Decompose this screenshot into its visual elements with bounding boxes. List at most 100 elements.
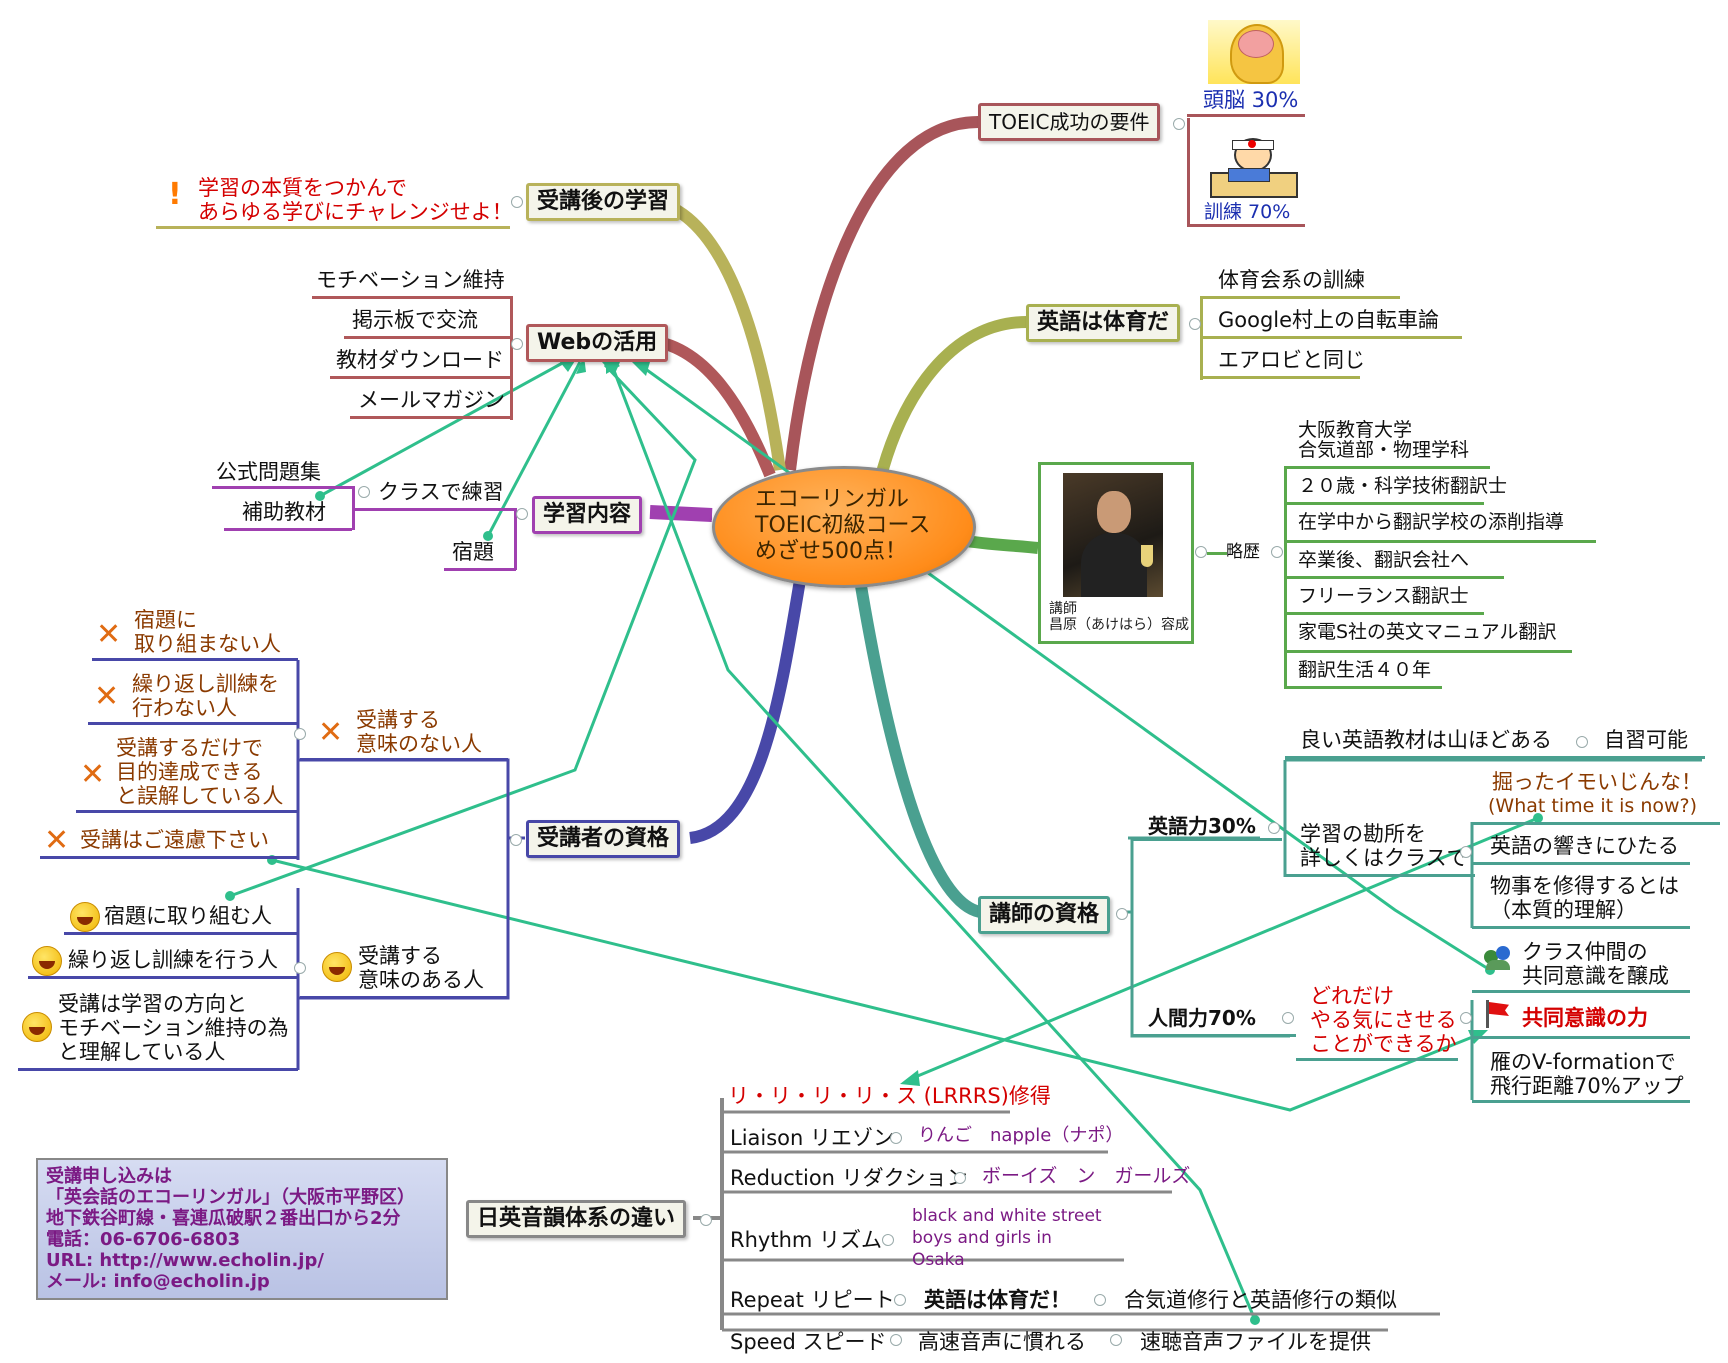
collapse-toggle[interactable] xyxy=(1460,846,1472,858)
collapse-toggle[interactable] xyxy=(890,1132,902,1144)
history-company[interactable]: 卒業後、翻訳会社へ xyxy=(1298,549,1470,571)
history-manual[interactable]: 家電S社の英文マニュアル翻訳 xyxy=(1298,621,1557,643)
teacher-card[interactable]: 講師 昌原（あけはら）容成 xyxy=(1038,462,1194,644)
collapse-toggle[interactable] xyxy=(1282,1012,1294,1024)
meaningful-label-2[interactable]: 意味のある人 xyxy=(358,968,484,992)
rhythm-example-2[interactable]: boys and girls in xyxy=(912,1228,1052,1248)
imo-phrase-1[interactable]: 掘ったイモいじんな！ xyxy=(1492,770,1702,794)
history-student[interactable]: 在学中から翻訳学校の添削指導 xyxy=(1298,511,1565,533)
key-points-2[interactable]: 詳しくはクラスで xyxy=(1300,846,1468,870)
meaningful-item-3a[interactable]: 受講は学習の方向と xyxy=(58,992,247,1016)
after-study-note-2[interactable]: あらゆる学びにチャレンジせよ！ xyxy=(198,200,513,224)
motivate-1[interactable]: どれだけ xyxy=(1310,984,1394,1008)
collapse-toggle[interactable] xyxy=(1460,1012,1472,1024)
collapse-toggle[interactable] xyxy=(294,962,306,974)
english-sound[interactable]: 英語の響きにひたる xyxy=(1490,834,1679,858)
sport-item-aerobics[interactable]: エアロビと同じ xyxy=(1218,348,1365,372)
meaningless-item-3c[interactable]: と誤解している人 xyxy=(116,784,284,808)
fellow-1[interactable]: クラス仲間の xyxy=(1522,940,1648,964)
collapse-toggle[interactable] xyxy=(1110,1334,1122,1346)
meaningless-item-2a[interactable]: 繰り返し訓練を xyxy=(132,672,279,696)
imo-phrase-2[interactable]: (What time it is now?) xyxy=(1488,795,1698,817)
rhythm-example-1[interactable]: black and white street xyxy=(912,1206,1102,1226)
history-age20[interactable]: ２０歳・科学技術翻訳士 xyxy=(1298,475,1508,497)
collapse-toggle[interactable] xyxy=(1195,546,1207,558)
collapse-toggle[interactable] xyxy=(1576,736,1588,748)
web-item-mailmag[interactable]: メールマガジン xyxy=(358,388,505,412)
liaison[interactable]: Liaison リエゾン xyxy=(730,1126,895,1150)
after-study-note-1[interactable]: 学習の本質をつかんで xyxy=(198,176,407,200)
collapse-toggle[interactable] xyxy=(511,196,523,208)
node-english-sport[interactable]: 英語は体育だ xyxy=(1026,304,1181,342)
collapse-toggle[interactable] xyxy=(1173,118,1185,130)
collapse-toggle[interactable] xyxy=(1271,546,1283,558)
node-toeic-success[interactable]: TOEIC成功の要件 xyxy=(978,103,1161,141)
collapse-toggle[interactable] xyxy=(882,1234,894,1246)
meaningful-label-1[interactable]: 受講する xyxy=(358,944,442,968)
collapse-toggle[interactable] xyxy=(954,1172,966,1184)
collapse-toggle[interactable] xyxy=(510,834,522,846)
motivate-2[interactable]: やる気にさせる xyxy=(1310,1008,1457,1032)
geese-1[interactable]: 雁のV-formationで xyxy=(1490,1050,1676,1074)
geese-2[interactable]: 飛行距離70%アップ xyxy=(1490,1074,1684,1098)
fellow-2[interactable]: 共同意識を醸成 xyxy=(1522,964,1669,988)
essence-2[interactable]: （本質的理解） xyxy=(1490,898,1637,922)
history-university[interactable]: 大阪教育大学 xyxy=(1298,419,1413,441)
meaningless-label-1[interactable]: 受講する xyxy=(356,708,440,732)
application-info[interactable]: 受講申し込みは 「英会話のエコーリンガル」（大阪市平野区） 地下鉄谷町線・喜連瓜… xyxy=(36,1158,448,1300)
node-web-usage[interactable]: Webの活用 xyxy=(526,324,669,362)
reduction[interactable]: Reduction リダクション xyxy=(730,1166,968,1190)
unity-power[interactable]: 共同意識の力 xyxy=(1522,1006,1648,1030)
meaningless-item-3b[interactable]: 目的達成できる xyxy=(116,760,263,784)
lrrrs-goal[interactable]: リ・リ・リ・リ・ス (LRRRS)修得 xyxy=(728,1084,1051,1108)
teacher-history-label[interactable]: 略歴 xyxy=(1226,542,1260,562)
speed-example[interactable]: 高速音声に慣れる xyxy=(918,1330,1086,1354)
collapse-toggle[interactable] xyxy=(1116,908,1128,920)
history-freelance[interactable]: フリーランス翻訳士 xyxy=(1298,585,1469,607)
meaningless-item-1b[interactable]: 取り組まない人 xyxy=(134,632,281,656)
node-teacher-qualification[interactable]: 講師の資格 xyxy=(978,896,1111,934)
english-power[interactable]: 英語力30% xyxy=(1148,814,1256,838)
repeat-example-2[interactable]: 合気道修行と英語修行の類似 xyxy=(1124,1288,1397,1312)
collapse-toggle[interactable] xyxy=(294,728,306,740)
meaningful-item-3c[interactable]: と理解している人 xyxy=(58,1040,226,1064)
collapse-toggle[interactable] xyxy=(894,1294,906,1306)
meaningless-item-3a[interactable]: 受講するだけで xyxy=(116,736,263,760)
good-materials[interactable]: 良い英語教材は山ほどある xyxy=(1300,728,1552,752)
node-phonology[interactable]: 日英音韻体系の違い xyxy=(466,1200,687,1238)
rhythm[interactable]: Rhythm リズム xyxy=(730,1228,883,1252)
content-official-book[interactable]: 公式問題集 xyxy=(216,460,321,484)
liaison-example[interactable]: りんご napple（ナポ） xyxy=(918,1125,1124,1146)
node-study-content[interactable]: 学習内容 xyxy=(532,496,643,534)
collapse-toggle[interactable] xyxy=(1268,822,1280,834)
motivate-3[interactable]: ことができるか xyxy=(1310,1032,1457,1056)
key-points-1[interactable]: 学習の勘所を xyxy=(1300,822,1426,846)
content-class-practice[interactable]: クラスで練習 xyxy=(378,480,504,504)
human-power[interactable]: 人間力70% xyxy=(1148,1006,1256,1030)
collapse-toggle[interactable] xyxy=(700,1214,712,1226)
collapse-toggle[interactable] xyxy=(890,1334,902,1346)
content-aux-material[interactable]: 補助教材 xyxy=(242,500,326,524)
content-homework[interactable]: 宿題 xyxy=(452,540,494,564)
speed-example-2[interactable]: 速聴音声ファイルを提供 xyxy=(1140,1330,1371,1354)
collapse-toggle[interactable] xyxy=(511,338,523,350)
speed[interactable]: Speed スピード xyxy=(730,1330,887,1354)
node-after-study[interactable]: 受講後の学習 xyxy=(526,183,681,221)
web-item-bbs[interactable]: 掲示板で交流 xyxy=(352,308,478,332)
history-40years[interactable]: 翻訳生活４０年 xyxy=(1298,659,1432,681)
collapse-toggle[interactable] xyxy=(1189,318,1201,330)
repeat-example[interactable]: 英語は体育だ！ xyxy=(924,1288,1071,1312)
essence-1[interactable]: 物事を修得するとは xyxy=(1490,874,1679,898)
collapse-toggle[interactable] xyxy=(1094,1294,1106,1306)
repeat[interactable]: Repeat リピート xyxy=(730,1288,895,1312)
meaningful-item-2[interactable]: 繰り返し訓練を行う人 xyxy=(68,948,278,972)
sport-item-training[interactable]: 体育会系の訓練 xyxy=(1218,268,1365,292)
apply-line-6[interactable]: メール: info@echolin.jp xyxy=(46,1271,270,1292)
collapse-toggle[interactable] xyxy=(516,508,528,520)
web-item-download[interactable]: 教材ダウンロード xyxy=(336,348,504,372)
meaningful-item-1[interactable]: 宿題に取り組む人 xyxy=(104,904,272,928)
node-brain-30[interactable]: 頭脳 30% xyxy=(1203,88,1299,112)
node-student-qualification[interactable]: 受講者の資格 xyxy=(526,820,681,858)
meaningless-item-4[interactable]: 受講はご遠慮下さい xyxy=(80,828,269,852)
history-aikido[interactable]: 合気道部・物理学科 xyxy=(1298,439,1470,461)
